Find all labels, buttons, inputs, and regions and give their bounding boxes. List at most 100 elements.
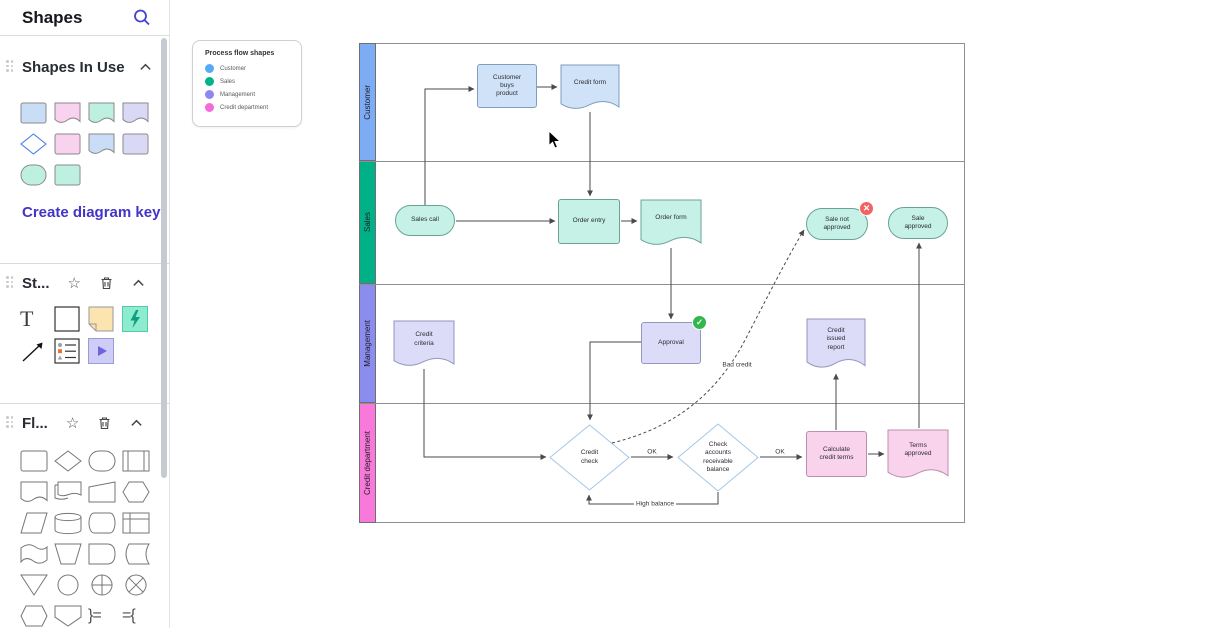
node-sales-call[interactable]: Sales call: [395, 205, 455, 236]
shape-document[interactable]: [88, 102, 115, 124]
chevron-up-icon[interactable]: [132, 277, 145, 290]
shape-summing-junction[interactable]: [122, 574, 150, 596]
tool-arrow-icon[interactable]: [20, 335, 54, 367]
shape-off-page-connector[interactable]: [54, 605, 82, 627]
shape-stored-data[interactable]: [122, 543, 150, 565]
node-check-accounts-receivable-balance[interactable]: Check accounts receivable balance: [677, 423, 759, 492]
drag-handle-icon[interactable]: [6, 416, 16, 430]
shape-flag[interactable]: [20, 543, 48, 565]
trash-icon[interactable]: [100, 276, 113, 290]
shape-terminator[interactable]: [20, 164, 47, 186]
node-credit-issued-report[interactable]: Credit issued report: [806, 318, 866, 370]
tool-lightning-icon[interactable]: [122, 303, 156, 335]
shapes-in-use-item[interactable]: [122, 128, 156, 159]
flowchart-shape-item[interactable]: [122, 476, 156, 507]
node-credit-form[interactable]: Credit form: [560, 64, 620, 111]
shape-decision[interactable]: [54, 449, 82, 472]
tool-bulleted-list-icon[interactable]: [54, 335, 88, 367]
flowchart-shape-item[interactable]: [20, 569, 54, 600]
chevron-up-icon[interactable]: [139, 61, 152, 74]
shape-decision[interactable]: [20, 132, 47, 155]
shape-or[interactable]: [88, 574, 116, 596]
connector-credit-check-to-sale-not-approved-bad-credit[interactable]: [611, 229, 805, 444]
flowchart-shape-item[interactable]: [122, 445, 156, 476]
flowchart-shape-item[interactable]: }=: [88, 600, 122, 628]
flowchart-shape-item[interactable]: ={: [122, 600, 156, 628]
node-calculate-credit-terms[interactable]: Calculate credit terms: [806, 431, 867, 477]
shape-internal-storage[interactable]: [122, 512, 150, 534]
shape-manual-input[interactable]: [88, 480, 116, 503]
shapes-in-use-item[interactable]: [54, 159, 88, 190]
shape-process[interactable]: [20, 450, 48, 472]
shapes-in-use-item[interactable]: [88, 128, 122, 159]
shape-terminator[interactable]: [88, 450, 116, 472]
flowchart-shape-item[interactable]: [54, 600, 88, 628]
flowchart-shape-item[interactable]: [20, 445, 54, 476]
shape-predefined-process[interactable]: [122, 450, 150, 472]
tool-play-icon[interactable]: [88, 335, 122, 367]
node-order-form[interactable]: Order form: [640, 199, 702, 247]
node-order-entry[interactable]: Order entry: [558, 199, 620, 244]
shapes-in-use-item[interactable]: [20, 128, 54, 159]
shape-display[interactable]: [20, 605, 48, 627]
tool-text-icon[interactable]: T: [20, 306, 34, 331]
flowchart-shape-item[interactable]: [20, 476, 54, 507]
node-terms-approved[interactable]: Terms approved: [887, 429, 949, 480]
flowchart-shape-item[interactable]: [122, 538, 156, 569]
star-icon[interactable]: ☆: [67, 274, 81, 292]
shape-connector[interactable]: [54, 574, 82, 596]
shape-database[interactable]: [54, 512, 82, 534]
shape-brace-right[interactable]: }=: [88, 606, 102, 624]
shape-document[interactable]: [122, 102, 149, 124]
node-customer-buys-product[interactable]: Customer buys product: [477, 64, 537, 108]
shape-merge[interactable]: [20, 574, 48, 596]
shape-process[interactable]: [122, 133, 149, 155]
shape-direct-access-storage[interactable]: [88, 512, 116, 534]
tool-sticky-note-icon[interactable]: [88, 303, 122, 335]
search-icon[interactable]: [131, 7, 153, 29]
flowchart-shape-item[interactable]: [54, 445, 88, 476]
lane-header-management[interactable]: Management: [359, 284, 376, 403]
connector-credit-criteria-to-credit-check[interactable]: [423, 369, 547, 460]
shape-document[interactable]: [54, 102, 81, 124]
drag-handle-icon[interactable]: [6, 276, 16, 290]
flowchart-shape-item[interactable]: [54, 476, 88, 507]
lane-header-sales[interactable]: Sales: [359, 161, 376, 284]
chevron-up-icon[interactable]: [130, 417, 143, 430]
create-diagram-key-link[interactable]: Create diagram key: [22, 204, 161, 221]
node-credit-check[interactable]: Credit check: [549, 424, 630, 491]
star-icon[interactable]: ☆: [65, 414, 80, 432]
shape-data[interactable]: [20, 512, 48, 534]
flowchart-shape-item[interactable]: [54, 569, 88, 600]
shape-process[interactable]: [20, 102, 47, 124]
shape-preparation[interactable]: [122, 481, 150, 503]
flowchart-shape-item[interactable]: [88, 569, 122, 600]
shapes-in-use-item[interactable]: [54, 128, 88, 159]
shapes-in-use-item[interactable]: [88, 97, 122, 128]
tool-rectangle-icon[interactable]: [54, 303, 88, 335]
shape-multi-document[interactable]: [54, 481, 82, 503]
shape-manual-operation[interactable]: [54, 543, 82, 565]
flowchart-shape-item[interactable]: [88, 445, 122, 476]
trash-icon[interactable]: [98, 416, 111, 430]
lane-header-customer[interactable]: Customer: [359, 43, 376, 161]
shape-brace-left[interactable]: ={: [122, 606, 136, 624]
shapes-in-use-item[interactable]: [20, 159, 54, 190]
connector-sales-call-to-customer-buys-product[interactable]: [424, 86, 475, 205]
shape-delay[interactable]: [88, 543, 116, 565]
flowchart-shape-item[interactable]: [20, 600, 54, 628]
shapes-in-use-item[interactable]: [54, 97, 88, 128]
flowchart-shape-item[interactable]: [20, 538, 54, 569]
flowchart-shape-item[interactable]: [88, 476, 122, 507]
flowchart-shape-item[interactable]: [122, 507, 156, 538]
node-approval[interactable]: Approval✓: [641, 315, 707, 364]
drag-handle-icon[interactable]: [6, 60, 16, 74]
node-sale-approved[interactable]: Sale approved: [888, 207, 948, 239]
shapes-in-use-item[interactable]: [20, 97, 54, 128]
shape-process[interactable]: [54, 133, 81, 155]
flowchart-shape-item[interactable]: [20, 507, 54, 538]
connector-approval-to-credit-check[interactable]: [587, 341, 641, 421]
flowchart-shape-item[interactable]: [88, 538, 122, 569]
node-credit-criteria[interactable]: Credit criteria: [393, 320, 455, 368]
